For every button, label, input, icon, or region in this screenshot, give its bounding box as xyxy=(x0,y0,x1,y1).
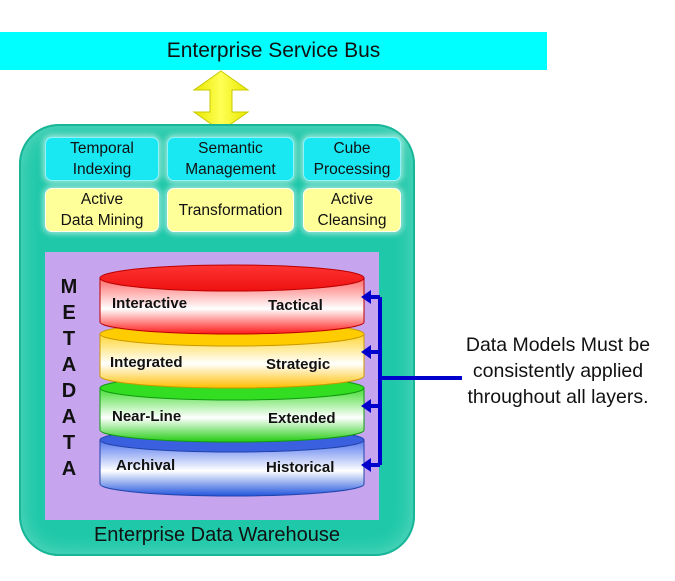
metadata-letter: A xyxy=(61,406,77,428)
data-layer-cylinders xyxy=(99,264,365,497)
metadata-letter: A xyxy=(61,354,77,376)
service-label: Active Cleansing xyxy=(317,191,387,229)
cylinder-interactive xyxy=(99,264,365,335)
service-temporal-indexing: Temporal Indexing xyxy=(45,137,159,181)
arrowhead-icon xyxy=(361,290,371,472)
note-text: Data Models Must be consistently applied… xyxy=(465,334,651,408)
service-transformation: Transformation xyxy=(167,188,294,232)
metadata-letter: E xyxy=(62,302,76,324)
service-semantic-management: Semantic Management xyxy=(167,137,294,181)
service-active-data-mining: Active Data Mining xyxy=(45,188,159,232)
service-label: Transformation xyxy=(178,201,283,219)
layer-label-right: Historical xyxy=(266,459,335,476)
layer-label-right: Extended xyxy=(268,410,336,427)
layer-label-left: Near-Line xyxy=(112,408,182,425)
connector-bracket xyxy=(361,290,462,472)
service-label: Semantic Management xyxy=(185,140,276,178)
layer-label-left: Archival xyxy=(116,457,176,474)
layer-label-left: Interactive xyxy=(112,295,188,312)
service-label: Cube Processing xyxy=(313,140,391,178)
metadata-letter: T xyxy=(62,328,76,350)
warehouse-title: Enterprise Data Warehouse xyxy=(93,524,341,546)
metadata-letter: D xyxy=(61,380,77,402)
service-label: Active Data Mining xyxy=(60,191,144,229)
metadata-letter: T xyxy=(62,432,76,454)
double-arrow-icon xyxy=(192,70,250,132)
service-label: Temporal Indexing xyxy=(70,140,134,178)
layer-label-right: Tactical xyxy=(268,297,323,314)
metadata-letter: M xyxy=(60,276,78,298)
enterprise-service-bus: Enterprise Service Bus xyxy=(0,32,547,70)
service-cube-processing: Cube Processing xyxy=(303,137,401,181)
esb-label: Enterprise Service Bus xyxy=(166,39,381,62)
layer-label-right: Strategic xyxy=(266,356,331,373)
service-active-cleansing: Active Cleansing xyxy=(303,188,401,232)
layer-label-left: Integrated xyxy=(110,354,183,371)
metadata-letter: A xyxy=(61,458,77,480)
